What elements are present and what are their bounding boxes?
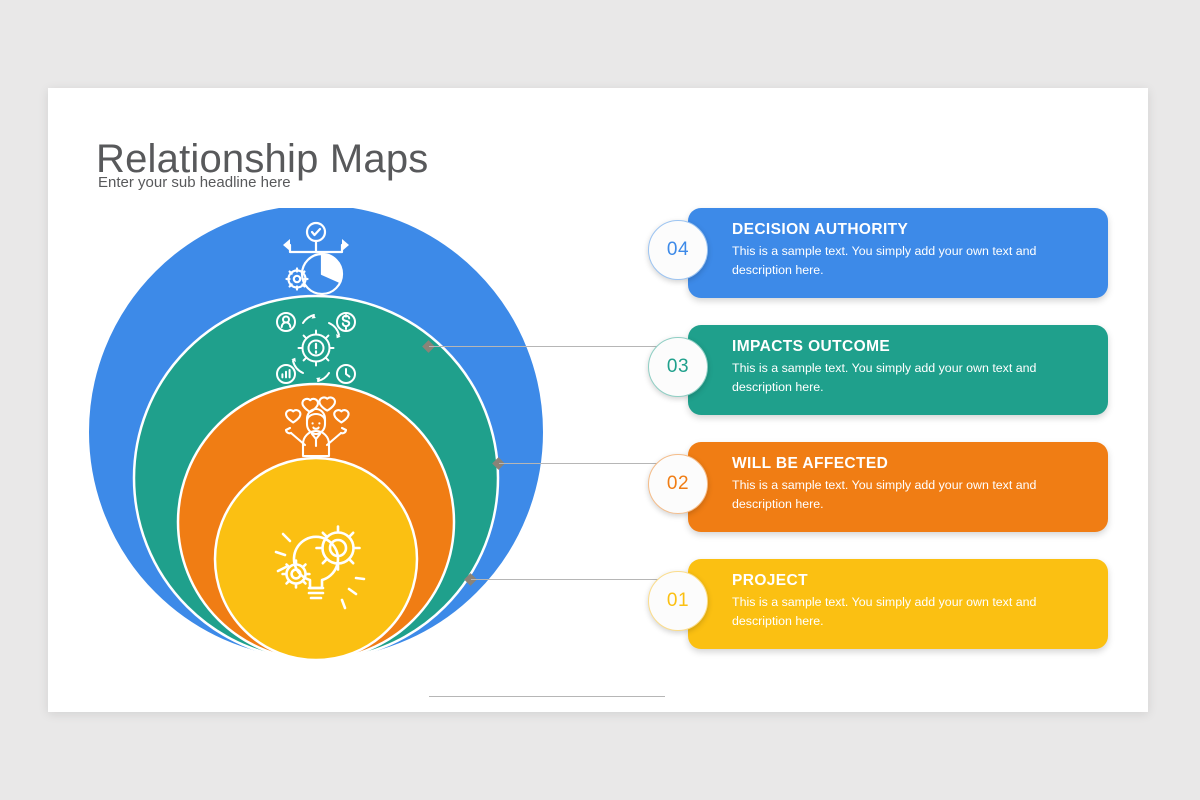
page-title: Relationship Maps [96,136,429,181]
leader-dot-03 [492,457,505,470]
item-number-badge[interactable]: 01 [648,571,708,631]
item-number: 04 [666,239,690,260]
item-description: This is a sample text. You simply add yo… [732,595,1037,628]
item-description: This is a sample text. You simply add yo… [732,244,1037,277]
item-number-badge[interactable]: 03 [648,337,708,397]
person-hearts-icon [284,396,350,458]
leader-line-04 [429,346,665,347]
item-description: This is a sample text. You simply add yo… [732,478,1037,511]
item-title: WILL BE AFFECTED [732,455,889,472]
item-description: This is a sample text. You simply add yo… [732,361,1037,394]
lightbulb-gears-icon [274,525,366,610]
decision-arrows-icon [283,221,349,296]
list-item[interactable]: IMPACTS OUTCOME This is a sample text. Y… [648,325,1118,421]
leader-line-01 [429,696,665,697]
item-number: 03 [666,356,690,377]
item-number: 02 [666,473,690,494]
item-number: 01 [666,590,690,611]
items-list: DECISION AUTHORITY This is a sample text… [648,208,1118,678]
item-card[interactable]: WILL BE AFFECTED This is a sample text. … [688,442,1108,532]
page-subtitle: Enter your sub headline here [98,174,291,191]
list-item[interactable]: DECISION AUTHORITY This is a sample text… [648,208,1118,304]
impact-gear-cycle-icon [276,312,356,384]
item-number-badge[interactable]: 04 [648,220,708,280]
leader-line-02 [471,579,665,580]
list-item[interactable]: WILL BE AFFECTED This is a sample text. … [648,442,1118,538]
item-card[interactable]: IMPACTS OUTCOME This is a sample text. Y… [688,325,1108,415]
item-number-badge[interactable]: 02 [648,454,708,514]
leader-dot-04 [422,340,435,353]
concentric-circles-diagram [88,208,608,678]
list-item[interactable]: PROJECT This is a sample text. You simpl… [648,559,1118,655]
leader-line-03 [499,463,665,464]
slide-canvas: Relationship Maps Enter your sub headlin… [48,88,1148,712]
item-title: IMPACTS OUTCOME [732,338,891,355]
item-card[interactable]: DECISION AUTHORITY This is a sample text… [688,208,1108,298]
item-title: PROJECT [732,572,809,589]
ring-core-yellow[interactable] [213,456,419,662]
item-title: DECISION AUTHORITY [732,221,909,238]
item-card[interactable]: PROJECT This is a sample text. You simpl… [688,559,1108,649]
